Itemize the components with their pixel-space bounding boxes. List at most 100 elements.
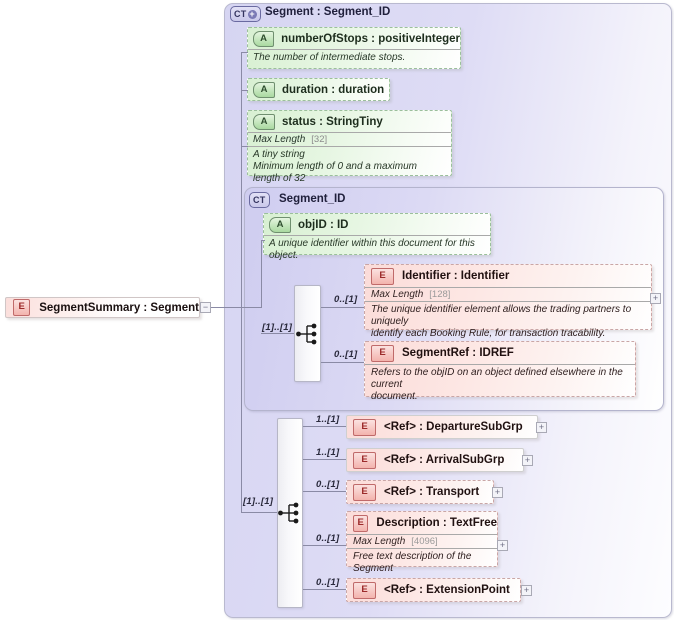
element-segmentref-doc-line2: document. [371,391,418,402]
element-extensionpoint-header: E <Ref> : ExtensionPoint [347,579,520,601]
connector-root-to-trunk [211,307,241,308]
attribute-numberofstops-doc: The number of intermediate stops. [253,52,406,63]
element-extensionpoint-expander[interactable]: + [521,585,532,596]
element-identifier-doc-line2: identify each Booking Rule, for transact… [371,328,606,339]
element-arrivalsubgrp-header: E <Ref> : ArrivalSubGrp [347,449,523,471]
attribute-numberofstops[interactable]: A numberOfStops : positiveInteger The nu… [247,27,461,69]
element-badge-icon: E [371,344,394,362]
connector-to-inner-sequence [261,333,294,334]
attribute-status-doc-line2: Minimum length of 0 and a maximum length… [253,161,417,184]
element-identifier-header: E Identifier : Identifier [365,265,651,288]
facet-value: [4096] [411,536,438,547]
connector-attr3 [241,146,248,147]
element-description-facet: Max Length [4096] [347,535,497,549]
root-element-segment-summary[interactable]: E SegmentSummary : Segment [5,297,200,318]
connector-trunk-lower [241,307,242,512]
element-badge-icon: E [371,267,394,285]
occurrence-segmentref: 0..[1] [334,349,358,360]
attribute-objid-header: A objID : ID [264,214,490,236]
root-element-label: SegmentSummary : Segment [39,301,199,314]
connector-arrivalsubgrp [303,459,346,460]
ct-badge-plus-icon[interactable]: + [247,8,257,19]
attribute-badge-icon: A [253,30,275,47]
occurrence-description: 0..[1] [316,533,340,544]
element-badge-icon: E [353,581,376,599]
element-segmentref-doc-line1: Refers to the objID on an object defined… [371,367,623,390]
connector-transport [303,491,346,492]
connector-extensionpoint [303,589,346,590]
attribute-status-facet: Max Length [32] [248,133,451,147]
element-badge-icon: E [353,451,376,469]
attribute-duration-header: A duration : duration [248,79,389,100]
element-transport-header: E <Ref> : Transport [347,481,493,503]
sequence-compositor-content[interactable] [277,418,303,608]
attribute-objid[interactable]: A objID : ID A unique identifier within … [263,213,491,261]
sequence-icon [295,323,316,344]
complex-type-title: Segment : Segment_ID [265,6,391,18]
element-segmentref-label: SegmentRef : IDREF [402,347,514,359]
ct-badge-label: CT [253,194,266,205]
connector-objid [261,240,265,241]
element-departuresubgrp[interactable]: E <Ref> : DepartureSubGrp [346,415,538,439]
occurrence-transport: 0..[1] [316,479,340,490]
sequence-compositor-inner[interactable] [294,285,321,382]
element-segmentref[interactable]: E SegmentRef : IDREF Refers to the objID… [364,341,636,402]
connector-attr2 [241,90,248,91]
attribute-duration[interactable]: A duration : duration [247,78,390,101]
occurrence-arrivalsubgrp: 1..[1] [316,447,340,458]
connector-departuresubgrp [303,426,346,427]
occurrence-extensionpoint: 0..[1] [316,577,340,588]
element-identifier-expander[interactable]: + [650,293,661,304]
facet-name: Max Length [253,134,306,145]
element-identifier-facet: Max Length [128] [365,288,651,302]
element-segmentref-doc: Refers to the objID on an object defined… [365,365,635,405]
facet-name: Max Length [353,536,406,547]
inner-complex-type-title: Segment_ID [279,193,346,205]
element-identifier-doc-line1: The unique identifier element allows the… [371,304,632,327]
element-description-label: Description : TextFree [376,517,497,529]
element-transport-expander[interactable]: + [492,487,503,498]
element-extensionpoint[interactable]: E <Ref> : ExtensionPoint [346,578,521,602]
element-departuresubgrp-header: E <Ref> : DepartureSubGrp [347,416,537,438]
attribute-status[interactable]: A status : StringTiny Max Length [32] A t… [247,110,452,184]
element-transport-label: <Ref> : Transport [384,486,480,498]
ct-badge-segment[interactable]: CT + [230,6,261,22]
connector-description [303,545,346,546]
connector-into-inner-ct [241,307,261,308]
element-arrivalsubgrp-label: <Ref> : ArrivalSubGrp [384,454,505,466]
attribute-status-doc-line1: A tiny string [253,149,305,160]
element-identifier[interactable]: E Identifier : Identifier Max Length [128… [364,264,652,339]
element-description[interactable]: E Description : TextFree Max Length [4096… [346,511,498,574]
connector-to-content-sequence [241,512,277,513]
element-departuresubgrp-expander[interactable]: + [536,422,547,433]
facet-name: Max Length [371,289,424,300]
ct-badge-label: CT [234,8,247,19]
element-description-expander[interactable]: + [497,540,508,551]
occurrence-identifier: 0..[1] [334,294,358,305]
element-transport[interactable]: E <Ref> : Transport [346,480,494,504]
element-arrivalsubgrp[interactable]: E <Ref> : ArrivalSubGrp [346,448,524,472]
connector-attr1 [241,52,248,53]
connector-inner-spine [261,240,262,308]
facet-value: [32] [311,134,328,145]
attribute-status-doc: A tiny string Minimum length of 0 and a … [248,147,451,187]
element-badge-icon: E [353,418,376,436]
facet-value: [128] [429,289,451,300]
element-description-header: E Description : TextFree [347,512,497,535]
occurrence-content-sequence: [1]..[1] [243,496,274,507]
element-segmentref-header: E SegmentRef : IDREF [365,342,635,365]
connector-identifier [321,307,364,308]
attribute-status-label: status : StringTiny [282,115,383,128]
root-collapse-expander[interactable]: − [200,302,211,313]
element-badge-icon: E [13,299,31,316]
attribute-numberofstops-header: A numberOfStops : positiveInteger [248,28,460,50]
attribute-badge-icon: A [253,113,275,130]
attribute-numberofstops-label: numberOfStops : positiveInteger [281,32,460,45]
occurrence-departuresubgrp: 1..[1] [316,414,340,425]
element-badge-icon: E [353,483,376,501]
attribute-duration-label: duration : duration [282,83,385,96]
element-arrivalsubgrp-expander[interactable]: + [522,455,533,466]
sequence-icon [278,502,299,524]
ct-badge-segment-id[interactable]: CT [249,192,270,208]
